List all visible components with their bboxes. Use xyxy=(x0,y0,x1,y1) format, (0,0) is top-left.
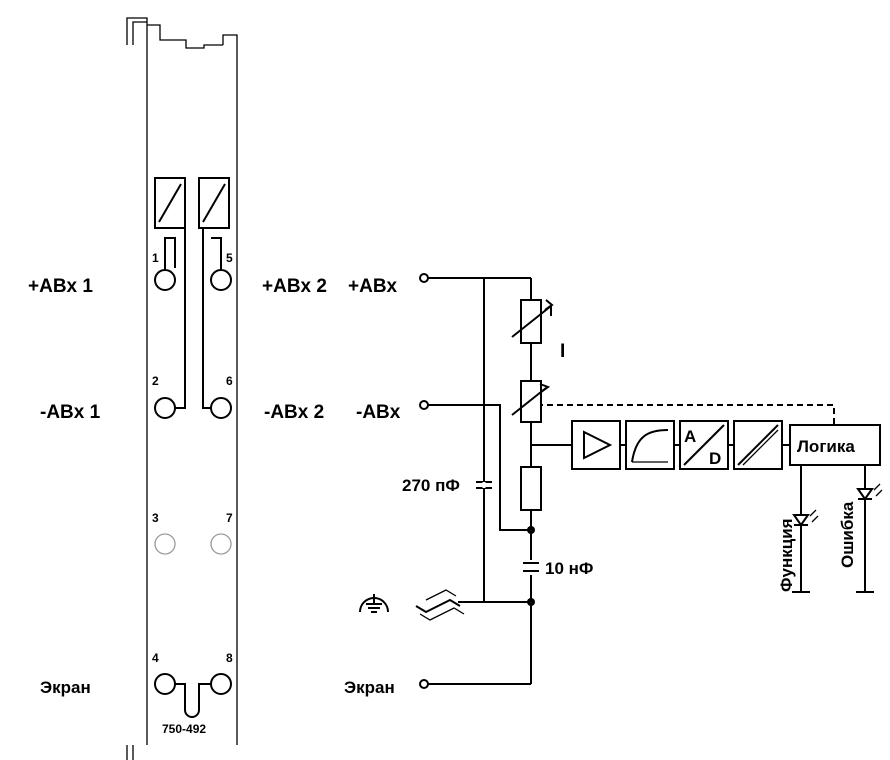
circuit-wiring xyxy=(419,273,835,689)
input-node-plus xyxy=(419,273,429,283)
module-internal-wiring xyxy=(164,228,222,718)
feedback-dashed-line xyxy=(539,404,835,425)
terminal-1 xyxy=(154,269,176,291)
input-node-screen xyxy=(419,679,429,689)
isolation-block xyxy=(733,420,783,470)
terminal-5 xyxy=(210,269,232,291)
input-filter-2-icon xyxy=(198,177,230,229)
pin-number: 3 xyxy=(152,511,159,525)
label-minus-abx2: -ABx 2 xyxy=(264,402,324,423)
label-minus-abx1: -ABx 1 xyxy=(40,402,101,423)
terminal-6 xyxy=(210,397,232,419)
module-number: 750-492 xyxy=(162,722,206,736)
terminal-3 xyxy=(154,533,176,555)
terminal-7 xyxy=(210,533,232,555)
module-outline xyxy=(126,17,238,760)
error-led-icon xyxy=(856,465,883,593)
input-filter-1-icon xyxy=(154,177,186,229)
current-marker-label: I xyxy=(560,341,565,362)
label-plus-input: +ABx xyxy=(348,276,398,297)
pin-number: 4 xyxy=(152,651,159,665)
adc-a-label: A xyxy=(684,427,696,446)
cap-10-label: 10 нФ xyxy=(545,559,593,578)
cap-270-label: 270 пФ xyxy=(402,476,460,495)
terminal-points xyxy=(154,269,232,695)
filter-block xyxy=(625,420,675,470)
terminal-8 xyxy=(210,673,232,695)
earth-ground-icon xyxy=(359,594,389,613)
function-led-icon xyxy=(792,465,819,593)
din-rail-icon xyxy=(415,589,465,621)
pin-number: 2 xyxy=(152,374,159,388)
junction-dot xyxy=(527,598,535,606)
pin-number: 1 xyxy=(152,251,159,265)
junction-dot xyxy=(527,526,535,534)
label-screen-input: Экран xyxy=(344,678,395,697)
amplifier-block xyxy=(571,420,621,470)
terminal-2 xyxy=(154,397,176,419)
variable-resistor-upper-icon xyxy=(511,299,554,344)
capacitor-270pf-icon xyxy=(476,481,492,489)
label-screen-left: Экран xyxy=(40,678,91,697)
led-function-label: Функция xyxy=(777,518,796,592)
pin-number: 5 xyxy=(226,251,233,265)
led-error-label: Ошибка xyxy=(838,501,857,568)
resistor-icon xyxy=(520,466,542,511)
label-plus-abx1: +ABx 1 xyxy=(28,276,93,297)
pin-number: 8 xyxy=(226,651,233,665)
capacitor-10nf-icon xyxy=(523,562,539,572)
terminal-4 xyxy=(154,673,176,695)
label-minus-input: -ABx xyxy=(356,402,401,423)
adc-d-label: D xyxy=(709,449,721,468)
logic-label: Логика xyxy=(797,437,855,456)
pin-number: 6 xyxy=(226,374,233,388)
pin-number: 7 xyxy=(226,511,233,525)
logic-block xyxy=(789,424,881,466)
input-node-minus xyxy=(419,400,429,410)
label-plus-abx2: +ABx 2 xyxy=(262,276,327,297)
variable-resistor-lower-icon xyxy=(511,380,551,423)
